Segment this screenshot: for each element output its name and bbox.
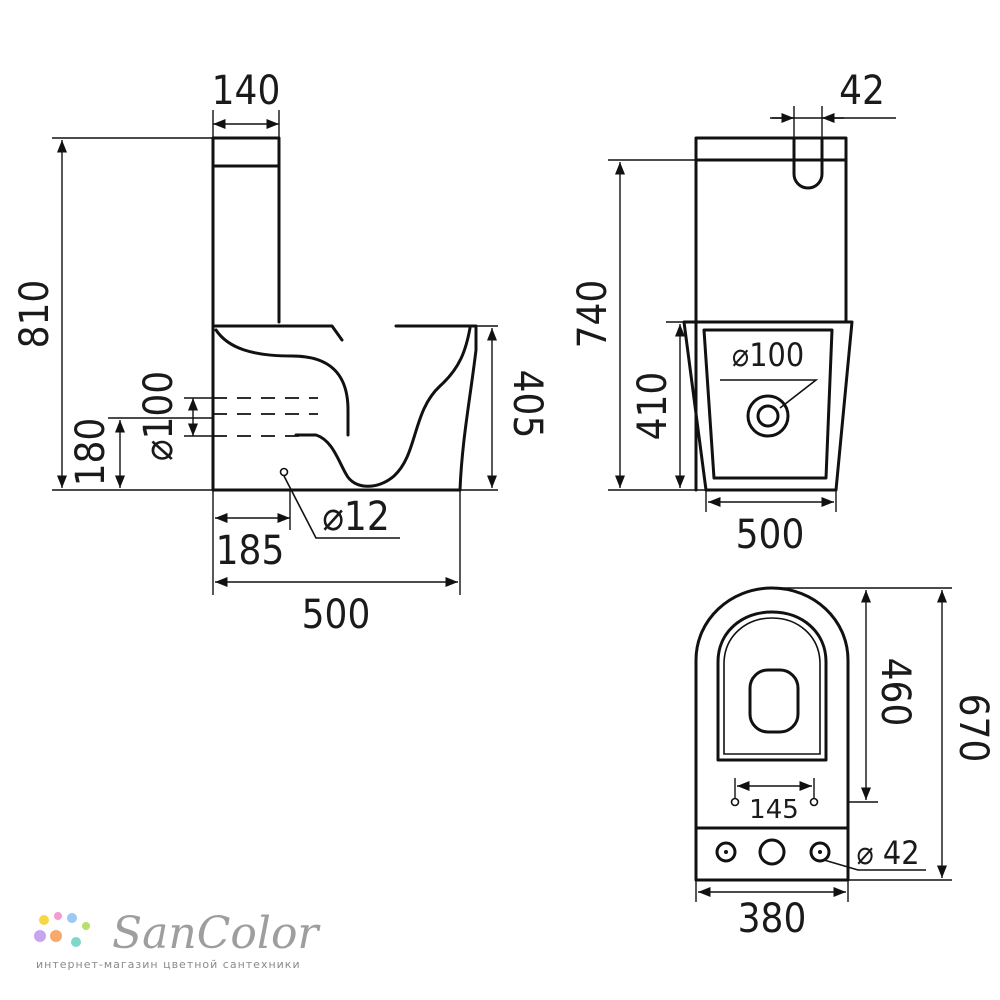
trapway-upper [214,328,350,437]
dim-outlet-diameter: ⌀100 [136,371,182,461]
bowl-top-left [211,324,344,342]
pin-leader [283,475,400,539]
bowl-base-line [211,320,462,492]
top-drain [748,668,800,734]
top-hole-center [758,838,786,866]
logo-dot [82,922,90,930]
dim-tank-width: 140 [212,68,281,114]
logo-dot [50,930,62,942]
seat-pin-right [809,797,819,807]
front-outlet-leader [720,379,819,409]
outlet-pipe-dashed [213,397,318,437]
top-seat-outline [716,610,828,762]
brand-logo: SanColor интернет-магазин цветной сантех… [34,908,321,971]
top-hole-right [809,841,831,863]
top-seat-inner [723,617,821,755]
logo-tagline: интернет-магазин цветной сантехники [36,958,301,971]
side-view: 140 810 180 ⌀100 405 ⌀12 185 500 [12,68,550,638]
tank-lid [211,136,281,168]
trapway-lower [294,326,472,488]
logo-dot [54,912,62,920]
dim-bowl-height: 410 [630,372,676,441]
logo-name: SanColor [112,908,321,959]
dim-hole-spacing: 145 [749,795,799,825]
seat-pin-left [730,797,740,807]
front-view: ⌀100 42 740 410 500 [570,68,896,558]
dim-front-total-height: 740 [570,280,616,349]
pin-hole [279,467,289,477]
front-outlet-outer [746,394,790,438]
dim-seat-height: 405 [504,370,550,439]
top-hole-left [715,841,737,863]
dim-seat-length: 460 [872,658,918,727]
front-tank-lid [694,136,848,162]
dim-hole-diameter: ⌀ 42 [856,834,919,872]
logo-dot [71,937,81,947]
bowl-front [394,324,478,492]
front-outlet-inner [756,404,780,428]
dim-pin-diameter: ⌀12 [322,494,389,540]
dim-depth: 500 [302,592,371,638]
dim-button-width: 42 [839,68,885,114]
logo-dot [34,930,46,942]
top-view: ⌀ 42 145 460 670 380 [694,586,996,942]
flush-button-slot [792,136,824,190]
logo-dot [67,913,77,923]
dim-front-outlet-diameter: ⌀100 [732,336,804,374]
top-tank [694,826,850,882]
tank-body [211,164,281,324]
front-tank-body [694,158,848,324]
dim-total-height: 810 [12,280,58,349]
dim-floor-offset: 185 [216,528,285,574]
dim-outlet-height: 180 [68,418,114,487]
dim-front-base-width: 500 [736,512,805,558]
dim-width: 380 [738,896,807,942]
front-bowl-inner [702,328,834,480]
hole-leader [823,859,926,871]
dim-total-length: 670 [950,694,996,763]
logo-dots [34,912,90,947]
logo-dot [39,915,49,925]
